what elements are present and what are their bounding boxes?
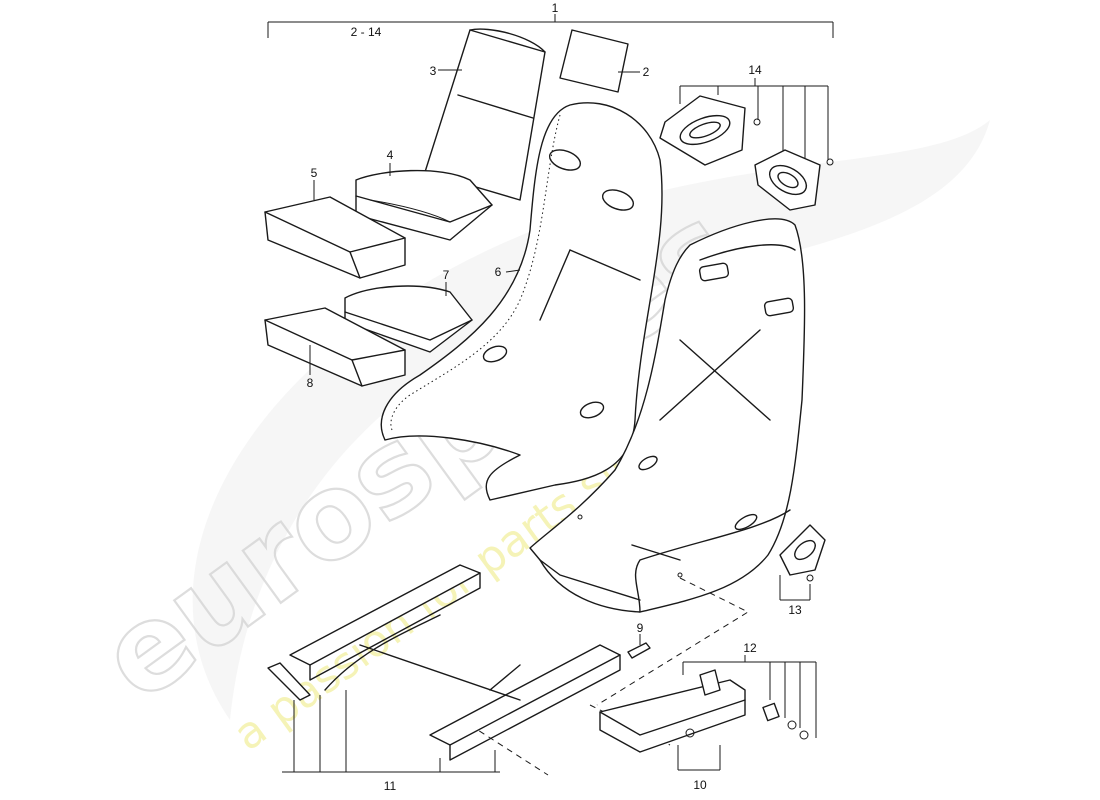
part-5-seat-cushion: 5 [264,166,406,279]
label-2: 2 [643,65,650,79]
part-11-seat-rails: 11 [267,564,621,793]
part-2-small-pad: 2 [559,29,650,93]
label-13: 13 [788,603,802,617]
label-11: 11 [384,779,397,793]
bracket-1: 1 2 - 14 [267,1,834,39]
label-4: 4 [387,148,394,162]
part-9-stop: 9 [627,621,651,659]
label-7: 7 [443,268,450,282]
label-2-14: 2 - 14 [351,25,382,39]
label-10: 10 [693,778,707,792]
part-7-cushion: 7 [344,268,473,353]
seat-shell [529,218,806,613]
part-4-cushion: 4 [355,148,493,241]
label-9: 9 [637,621,644,635]
part-6-seat-cover: 6 [380,102,663,501]
part-3-backrest-pad: 3 [424,28,546,201]
part-8-seat-cushion: 8 [264,307,406,390]
label-5: 5 [311,166,318,180]
part-14-belt-guides: 14 [659,63,834,211]
label-8: 8 [307,376,314,390]
label-14: 14 [748,63,762,77]
label-12: 12 [743,641,757,655]
part-13-side-piece: 13 [779,524,826,617]
label-1: 1 [552,1,559,15]
part-10-12-brackets: 12 10 [599,641,817,792]
label-3: 3 [430,64,437,78]
label-6: 6 [495,265,502,279]
